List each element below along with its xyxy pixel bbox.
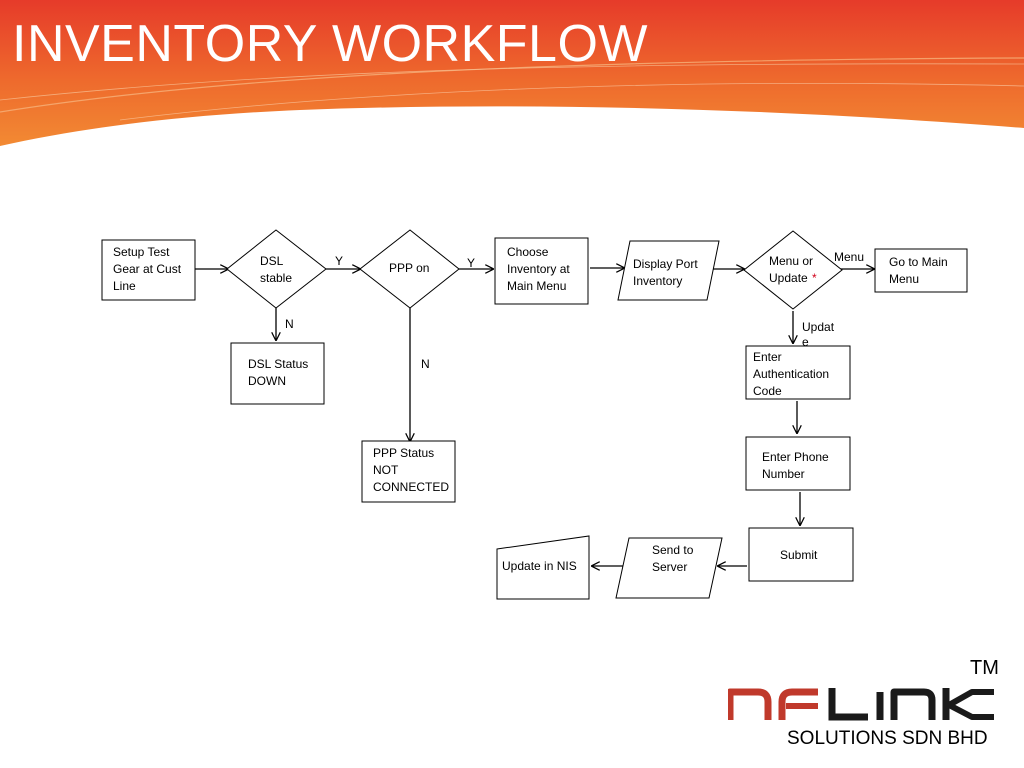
nrlink-logo [728, 688, 994, 721]
node-dsl-status-down-label: DSL Status DOWN [248, 357, 312, 388]
node-enter-authentication-code: Enter Authentication Code [745, 345, 851, 400]
node-update-in-nis: Update in NIS [496, 535, 590, 600]
slide-title: INVENTORY WORKFLOW [12, 15, 648, 73]
edge-label-dsl-yes: Y [335, 254, 343, 268]
node-send-to-server-label: Send to Server [652, 543, 697, 574]
node-enter-phone-number: Enter Phone Number [745, 436, 851, 491]
node-ppp-on-label: PPP on [389, 261, 429, 275]
node-send-to-server: Send to Server [615, 537, 723, 599]
node-dsl-stable-decision: DSL stable [226, 229, 327, 309]
node-display-port-inventory: Display Port Inventory [617, 240, 720, 301]
edge-label-update: Updat e [802, 320, 837, 349]
node-dsl-status-down: DSL Status DOWN [230, 342, 325, 405]
node-submit: Submit [748, 527, 854, 582]
node-display-port-label: Display Port Inventory [633, 257, 701, 288]
trademark-label: TM [970, 657, 999, 679]
node-choose-inventory: Choose Inventory at Main Menu [494, 237, 589, 305]
company-name: SOLUTIONS SDN BHD [787, 728, 988, 749]
node-setup-test-gear: Setup Test Gear at Cust Line [101, 239, 196, 301]
edge-label-ppp-no: N [421, 357, 430, 371]
node-dsl-stable-label: DSL stable [260, 254, 292, 285]
node-go-to-main-menu-label: Go to Main Menu [889, 255, 951, 286]
node-setup-test-gear-label: Setup Test Gear at Cust Line [113, 245, 184, 293]
node-choose-inventory-label: Choose Inventory at Main Menu [507, 245, 573, 293]
node-update-in-nis-label: Update in NIS [502, 559, 577, 573]
header-banner [0, 0, 1024, 146]
node-go-to-main-menu: Go to Main Menu [874, 248, 968, 293]
edge-label-ppp-yes: Y [467, 256, 475, 270]
node-submit-label: Submit [780, 548, 818, 562]
node-ppp-status-label: PPP Status NOT CONNECTED [373, 446, 449, 494]
node-enter-phone-label: Enter Phone Number [762, 450, 832, 481]
node-ppp-on-decision: PPP on [359, 229, 460, 309]
node-menu-or-update-label: Menu or Update * [769, 254, 817, 285]
edges [195, 268, 874, 566]
node-menu-or-update-decision: Menu or Update * [743, 230, 843, 310]
edge-label-menu: Menu [834, 250, 864, 264]
node-ppp-status-not-connected: PPP Status NOT CONNECTED [361, 440, 456, 503]
node-enter-auth-label: Enter Authentication Code [753, 350, 832, 398]
edge-label-dsl-no: N [285, 317, 294, 331]
